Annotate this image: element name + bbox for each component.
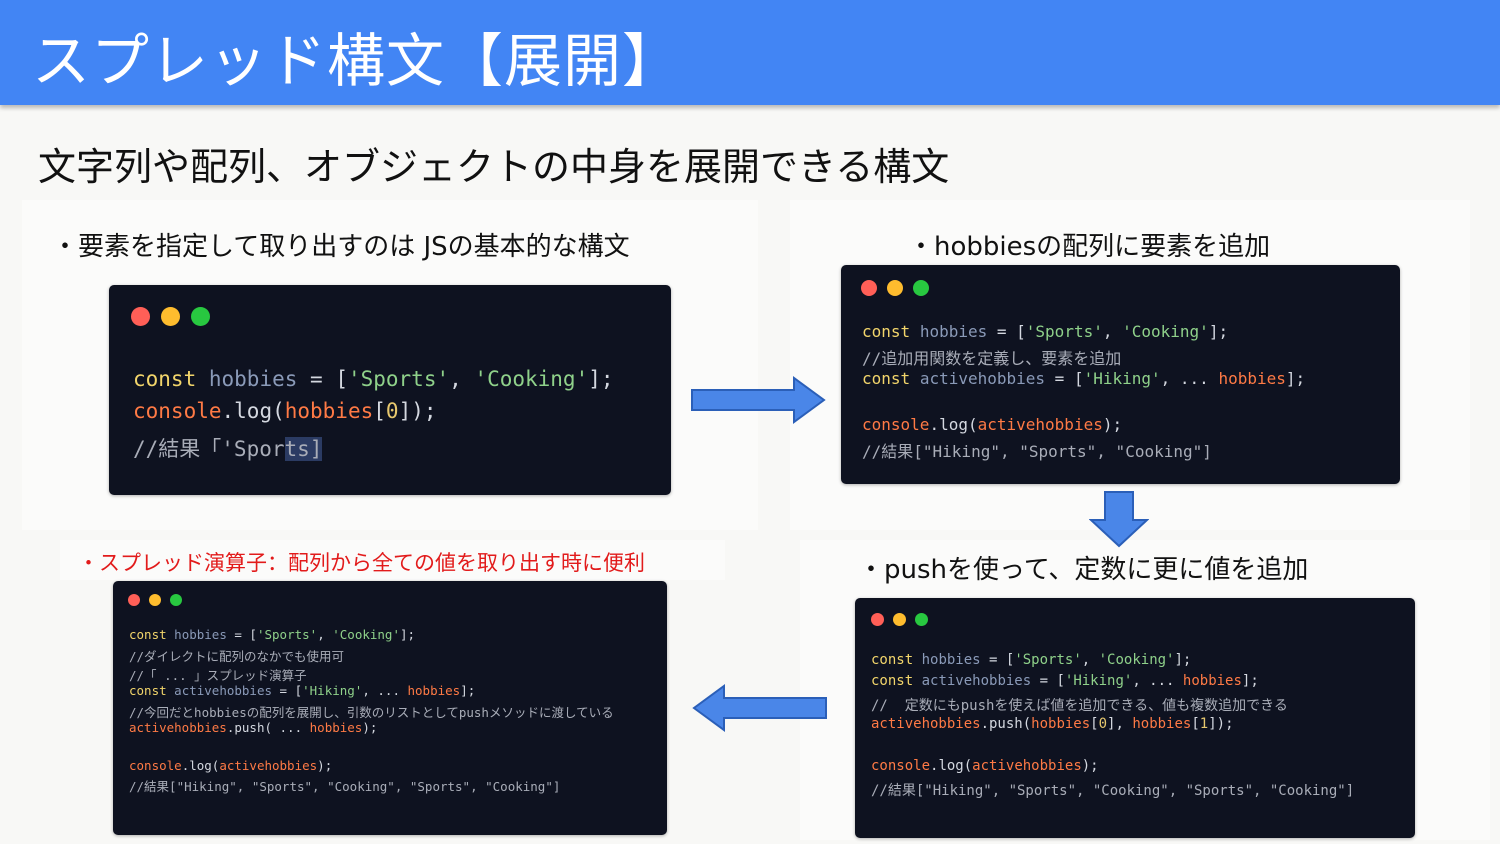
code-line: console.log(activehobbies); xyxy=(129,758,333,773)
close-dot-icon xyxy=(131,307,150,326)
code-block-basic: const hobbies = ['Sports', 'Cooking']; c… xyxy=(109,285,671,495)
code-line: const activehobbies = ['Hiking', ... hob… xyxy=(862,369,1306,388)
minimize-dot-icon xyxy=(149,594,161,606)
code-line: const hobbies = ['Sports', 'Cooking']; xyxy=(133,367,614,391)
code-line: console.log(hobbies[0]); xyxy=(133,399,437,423)
code-line: console.log(activehobbies); xyxy=(862,415,1123,434)
maximize-dot-icon xyxy=(915,613,928,626)
window-dots xyxy=(128,594,182,606)
code-comment: //ダイレクトに配列のなかでも使用可 xyxy=(129,649,345,664)
code-line: const hobbies = ['Sports', 'Cooking']; xyxy=(862,322,1229,341)
maximize-dot-icon xyxy=(913,280,929,296)
code-block-spread-operator: const hobbies = ['Sports', 'Cooking']; /… xyxy=(113,581,667,835)
code-block-push: const hobbies = ['Sports', 'Cooking']; c… xyxy=(855,598,1415,838)
arrow-down-icon xyxy=(1089,491,1149,548)
maximize-dot-icon xyxy=(170,594,182,606)
close-dot-icon xyxy=(128,594,140,606)
close-dot-icon xyxy=(871,613,884,626)
code-line: console.log(activehobbies); xyxy=(871,758,1099,774)
label-top-left: ・要素を指定して取り出すのは JSの基本的な構文 xyxy=(52,232,630,262)
window-dots xyxy=(131,307,210,326)
label-top-right: ・hobbiesの配列に要素を追加 xyxy=(908,232,1271,262)
code-line: const hobbies = ['Sports', 'Cooking']; xyxy=(871,652,1192,668)
code-block-spread: const hobbies = ['Sports', 'Cooking']; /… xyxy=(841,265,1400,484)
code-line: const activehobbies = ['Hiking', ... hob… xyxy=(871,673,1259,689)
code-comment: //「 ... 」スプレッド演算子 xyxy=(129,668,307,683)
arrow-left-icon xyxy=(692,684,827,732)
window-dots xyxy=(871,613,928,626)
panel-bottom-left xyxy=(60,540,725,580)
minimize-dot-icon xyxy=(887,280,903,296)
label-bottom-right: ・pushを使って、定数に更に値を追加 xyxy=(858,555,1309,585)
code-line: const hobbies = ['Sports', 'Cooking']; xyxy=(129,627,416,642)
page-subtitle: 文字列や配列、オブジェクトの中身を展開できる構文 xyxy=(38,145,950,189)
minimize-dot-icon xyxy=(161,307,180,326)
code-line: activehobbies.push(hobbies[0], hobbies[1… xyxy=(871,716,1234,732)
title-bar: スプレッド構文【展開】 xyxy=(0,0,1500,105)
code-comment: // 定数にもpushを使えば値を追加できる、値も複数追加できる xyxy=(871,698,1288,714)
code-line: const activehobbies = ['Hiking', ... hob… xyxy=(129,683,476,698)
code-comment: //結果「'Sports] xyxy=(133,437,323,461)
code-comment: //追加用関数を定義し、要素を追加 xyxy=(862,349,1122,368)
label-bottom-left: ・スプレッド演算子：配列から全ての値を取り出す時に便利 xyxy=(78,551,645,575)
window-dots xyxy=(861,280,929,296)
code-comment: //今回だとhobbiesの配列を展開し、引数のリストとしてpushメソッドに渡… xyxy=(129,705,614,720)
code-line: activehobbies.push( ... hobbies); xyxy=(129,720,378,735)
close-dot-icon xyxy=(861,280,877,296)
code-comment: //結果["Hiking", "Sports", "Cooking", "Spo… xyxy=(871,783,1355,799)
code-comment: //結果["Hiking", "Sports", "Cooking"] xyxy=(862,442,1212,461)
code-comment: //結果["Hiking", "Sports", "Cooking", "Spo… xyxy=(129,779,561,794)
page-title: スプレッド構文【展開】 xyxy=(32,27,682,95)
arrow-right-icon xyxy=(691,376,826,424)
minimize-dot-icon xyxy=(893,613,906,626)
maximize-dot-icon xyxy=(191,307,210,326)
